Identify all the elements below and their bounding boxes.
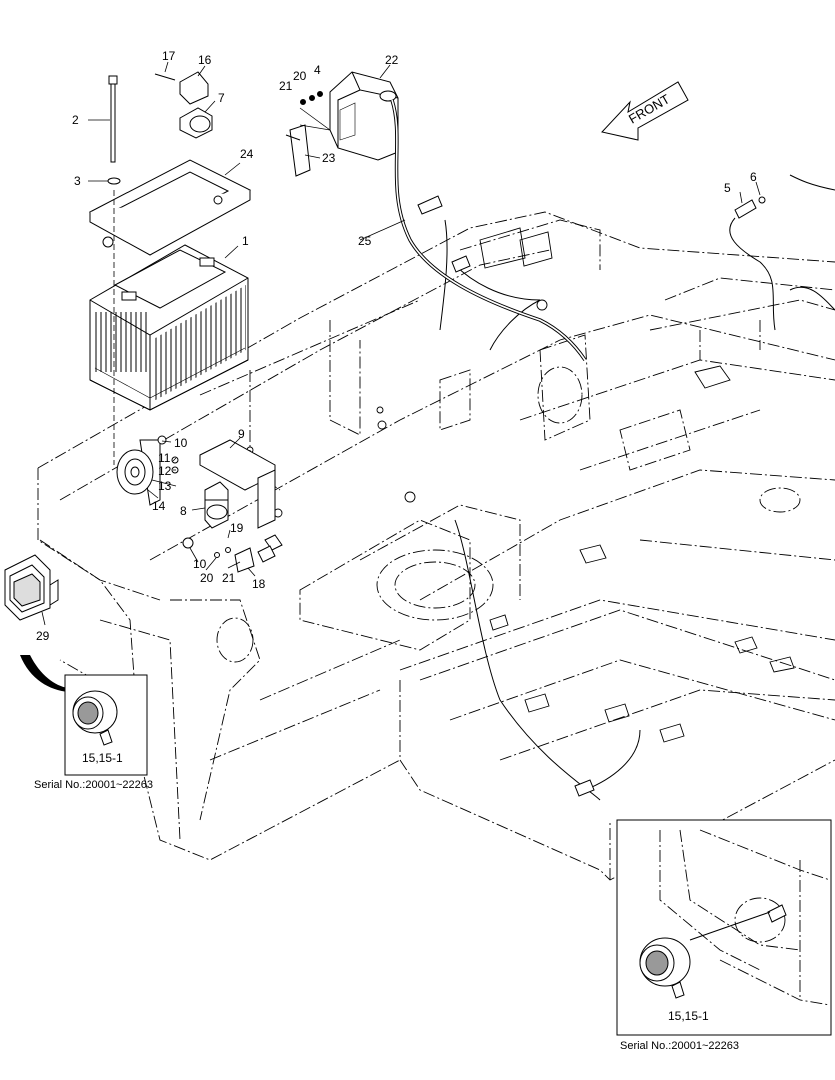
inset-left-part-label: 15,15-1	[82, 751, 123, 765]
callout-8: 8	[180, 504, 187, 518]
callout-23: 23	[322, 151, 336, 165]
relay-parts	[154, 71, 213, 139]
callout-20-relay: 20	[200, 571, 214, 585]
washer-hose	[390, 99, 587, 361]
inset-right-part-label: 15,15-1	[668, 1009, 709, 1023]
callout-16: 16	[198, 53, 212, 67]
callout-22: 22	[385, 53, 399, 67]
upper-frame	[37, 211, 835, 671]
callout-2: 2	[72, 113, 79, 127]
callout-10-relay: 10	[193, 557, 207, 571]
callout-21-relay: 21	[222, 571, 236, 585]
callout-25: 25	[358, 234, 372, 248]
callout-6: 6	[750, 170, 757, 184]
battery	[89, 244, 249, 411]
callout-13: 13	[158, 479, 172, 493]
tank-bracket	[285, 91, 331, 177]
swing-bearing-opening	[216, 366, 801, 663]
battery-bolt	[107, 75, 121, 465]
callout-20-tank: 20	[293, 69, 307, 83]
work-lamp-29	[4, 554, 59, 621]
leader-lines	[41, 61, 761, 626]
callout-7: 7	[218, 91, 225, 105]
connector-5-6	[734, 196, 766, 219]
callout-14: 14	[152, 499, 166, 513]
callout-1: 1	[242, 234, 249, 248]
serial-note-right: Serial No.:20001~22263	[620, 1040, 739, 1052]
washer-tank	[329, 71, 399, 161]
callout-numbers: 1 2 3 4 5 6 7 8 9 10 10 11 12 13 14 16 1…	[36, 49, 757, 643]
inset-left-box: 15,15-1	[64, 674, 148, 776]
relay-plate	[182, 439, 283, 573]
callout-21-tank: 21	[279, 79, 293, 93]
callout-18: 18	[252, 577, 266, 591]
callout-29: 29	[36, 629, 50, 643]
front-arrow: FRONT	[601, 81, 689, 141]
battery-holder	[88, 159, 252, 256]
callout-4: 4	[314, 63, 321, 77]
callout-19: 19	[230, 521, 244, 535]
callout-12: 12	[158, 464, 172, 478]
work-lamp-inset-left	[72, 690, 118, 746]
inset-right-box: 15,15-1	[616, 819, 832, 1036]
horn	[116, 435, 179, 506]
callout-5: 5	[724, 181, 731, 195]
harness-connectors	[417, 195, 595, 797]
frame-brackets	[246, 227, 795, 743]
work-lamp-inset-right	[639, 937, 691, 999]
callout-3: 3	[74, 174, 81, 188]
callout-17: 17	[162, 49, 176, 63]
callout-11: 11	[158, 451, 171, 465]
callout-10-horn: 10	[174, 436, 188, 450]
callout-24: 24	[240, 147, 254, 161]
callout-9: 9	[238, 427, 245, 441]
serial-note-left: Serial No.:20001~22263	[34, 779, 153, 791]
